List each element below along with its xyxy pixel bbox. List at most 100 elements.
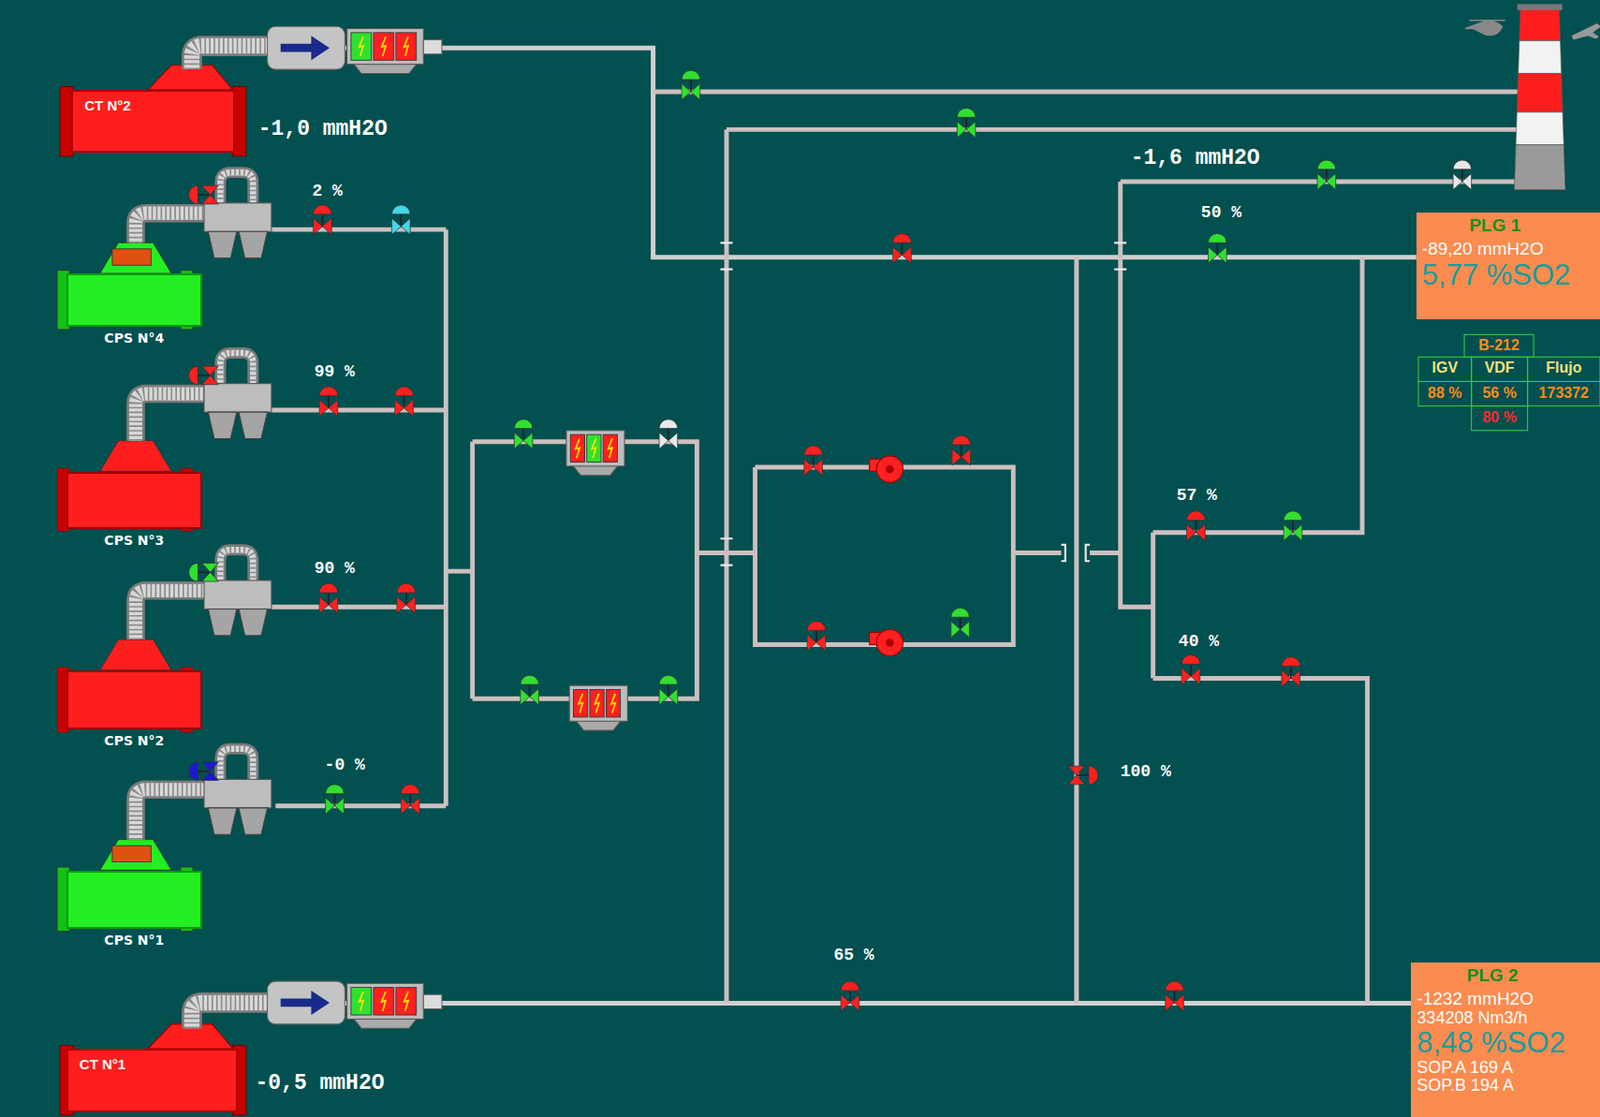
duct [220,172,253,206]
filter-box [204,778,272,808]
equipment-name: CPS N°2 [49,733,220,749]
control-valve [520,675,540,705]
valve-stem [327,395,330,409]
equipment-body: CPS N°4 [66,273,203,327]
pipe [755,467,1014,646]
duct [220,549,253,583]
chimney-band [1519,8,1561,42]
duct [191,1002,270,1028]
pipe [1153,678,1368,1003]
crossing-bracket [719,242,733,269]
filter-hopper [207,608,237,635]
valve-body [659,432,678,449]
filter-hopper [207,411,237,439]
valve-actuator [1165,981,1185,991]
equipment-name: CT N°1 [68,1050,236,1072]
valve-stem [1461,168,1464,182]
equipment-name: PLG 1 [1468,215,1547,236]
valve-actuator [893,233,912,243]
pipe [270,604,446,610]
control-valve [392,205,412,235]
crossing-bracket [719,538,733,565]
precipitator-field [573,689,588,718]
precipitator-field [373,32,395,60]
valve-stem [689,78,692,92]
valve-stem [667,426,670,441]
duct [135,789,206,839]
flow-arrow [280,35,330,60]
valve-actuator [313,205,333,215]
valve-actuator [1088,765,1099,785]
fan [876,629,903,656]
valve-body [807,634,826,651]
fan-hub [885,465,895,474]
precipitator [347,983,425,1019]
control-valve [807,621,826,652]
valve-stem [196,571,210,573]
pipe [472,441,698,700]
valve-body [202,762,219,781]
burner-mesh [112,845,151,862]
fan-casing [267,981,346,1025]
duct-ribs [135,213,206,244]
equipment-body: CPS N°2 [66,670,203,730]
equipment-name: CPS N°4 [49,330,220,346]
fan [876,455,903,483]
control-valve [681,70,701,101]
filter-hopper [238,231,268,258]
valve-body [1181,668,1201,685]
valve-actuator [189,185,199,205]
process-value: -89,20 mmH2O [1422,238,1544,260]
duct-ribs [220,748,253,782]
duct-ribs [135,789,206,839]
valve-actuator [804,445,823,456]
duct [135,789,206,839]
table-cell [1471,406,1528,431]
valve-stem [1076,774,1090,777]
chimney-cap [1517,3,1563,11]
field-bolt [594,693,599,714]
status-panel: PLG 2-1232 mmH2O334208 Nm3/h8,48 %SO2SOP… [1410,962,1600,1117]
control-valve [319,386,338,417]
precipitator-field [373,987,395,1015]
table-cell [1527,381,1600,406]
valve-stem [1325,168,1328,182]
control-valve [325,784,345,815]
process-reading: 50 % [1201,203,1242,222]
control-valve [1187,511,1206,542]
valve-actuator [396,583,416,593]
equipment-body: CT N°2 [71,89,235,154]
table-cell-text: VDF [1471,355,1528,381]
control-valve [189,762,220,781]
pipe [270,227,446,233]
duct-ribs [135,590,206,640]
duct-ribs [220,549,253,583]
process-reading: 65 % [833,945,874,965]
fan-casing [267,26,346,70]
table-cell-text: B-212 [1464,333,1534,358]
duct [220,748,253,782]
filter-hopper [238,608,268,635]
filter-box [204,580,272,610]
hood [100,242,172,274]
valve-body [1453,173,1472,190]
pipe [275,803,446,808]
precipitator-field [570,434,585,462]
table-cell-text: Flujo [1527,355,1600,381]
duct [135,213,206,244]
valve-actuator [513,419,533,429]
control-valve [952,435,971,466]
process-reading: 90 % [314,558,355,578]
table-cell-text: IGV [1418,355,1472,381]
valve-stem [522,426,525,441]
control-valve [1068,765,1099,785]
process-reading: -1,6 mmH2O [1130,146,1261,171]
table-cell-text: 88 % [1418,381,1472,406]
precipitator-field [602,434,617,462]
valve-actuator [392,205,412,215]
duct [191,45,270,70]
field-bolt [359,36,364,57]
helicopter-icon [1465,20,1506,36]
equipment-body: CPS N°1 [66,870,203,929]
